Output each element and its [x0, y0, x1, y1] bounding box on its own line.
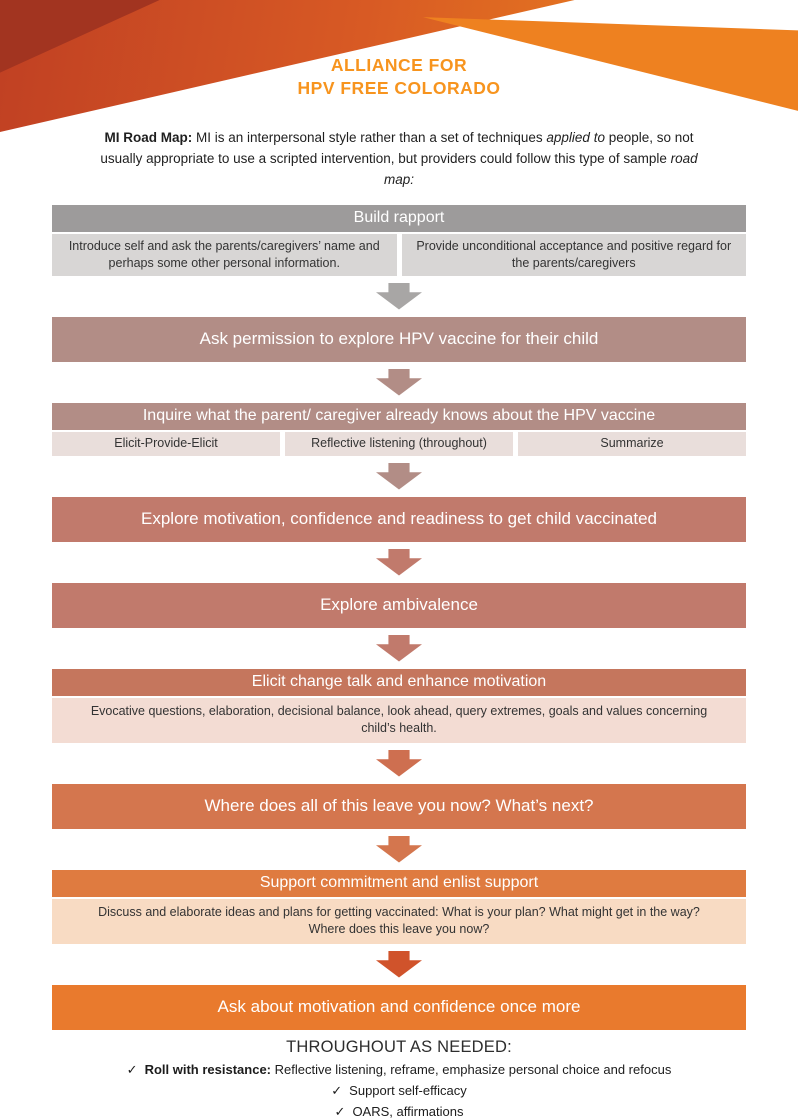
step-bar-ask-motivation-once-more: Ask about motivation and confidence once…: [52, 984, 746, 1030]
step-sub-elicit-change-talk: Evocative questions, elaboration, decisi…: [52, 697, 746, 743]
step-sub-inquire-knowledge: Elicit-Provide-Elicit Reflective listeni…: [52, 431, 746, 456]
step-bar-where-does-this-leave-you: Where does all of this leave you now? Wh…: [52, 783, 746, 829]
footer-heading: THROUGHOUT AS NEEDED:: [286, 1037, 512, 1056]
down-arrow-icon: [376, 368, 422, 396]
step-sub-build-rapport-left: Introduce self and ask the parents/careg…: [52, 233, 397, 276]
footer-item-roll-with-resistance: ✓ Roll with resistance: Reflective listen…: [0, 1062, 798, 1078]
page-header: ALLIANCE FOR HPV FREE COLORADO: [0, 0, 798, 132]
step-bar-explore-motivation: Explore motivation, confidence and readi…: [52, 496, 746, 542]
check-icon: ✓: [331, 1082, 343, 1098]
intro-lead-bold: MI Road Map:: [104, 130, 193, 145]
down-arrow-icon: [376, 950, 422, 978]
footer-item-bold: Roll with resistance:: [144, 1061, 271, 1077]
footer-item-text: Reflective listening, reframe, emphasize…: [271, 1061, 672, 1077]
roadmap-flowchart: Build rapport Introduce self and ask the…: [52, 204, 746, 1030]
footer-item-oars-affirmations: ✓ OARS, affirmations: [0, 1104, 798, 1120]
footer-item-text: Support self-efficacy: [349, 1082, 467, 1098]
logo: ALLIANCE FOR HPV FREE COLORADO: [0, 54, 798, 100]
down-arrow-icon: [376, 634, 422, 662]
step-sub-build-rapport-right: Provide unconditional acceptance and pos…: [401, 233, 746, 276]
down-arrow-icon: [376, 749, 422, 777]
down-arrow-icon: [376, 462, 422, 490]
step-bar-explore-ambivalence: Explore ambivalence: [52, 582, 746, 628]
step-bar-build-rapport: Build rapport: [52, 204, 746, 232]
logo-line-2: HPV FREE COLORADO: [297, 77, 501, 98]
logo-line-1: ALLIANCE FOR: [330, 55, 468, 75]
down-arrow-icon: [376, 548, 422, 576]
check-icon: ✓: [334, 1103, 346, 1119]
down-arrow-icon: [376, 835, 422, 863]
footer-item-text: OARS, affirmations: [352, 1103, 464, 1119]
step-bar-ask-permission: Ask permission to explore HPV vaccine fo…: [52, 316, 746, 362]
intro-paragraph: MI Road Map: MI is an interpersonal styl…: [85, 128, 713, 191]
step-bar-elicit-change-talk: Elicit change talk and enhance motivatio…: [52, 668, 746, 696]
step-bar-inquire-knowledge: Inquire what the parent/ caregiver alrea…: [52, 402, 746, 430]
down-arrow-icon: [376, 282, 422, 310]
step-sub-build-rapport: Introduce self and ask the parents/careg…: [52, 233, 746, 276]
check-icon: ✓: [126, 1061, 138, 1077]
intro-italic-applied-to: applied to: [546, 130, 605, 145]
intro-text-2: people, so not usually appropriate to us…: [100, 130, 694, 166]
step-sub-support-commitment: Discuss and elaborate ideas and plans fo…: [52, 898, 746, 944]
step-sub-summarize: Summarize: [518, 431, 746, 456]
footer-item-support-self-efficacy: ✓ Support self-efficacy: [0, 1083, 798, 1099]
intro-text-1: MI is an interpersonal style rather than…: [192, 130, 547, 145]
footer: THROUGHOUT AS NEEDED: ✓ Roll with resista…: [0, 1038, 798, 1120]
step-sub-reflective-listening: Reflective listening (throughout): [285, 431, 513, 456]
step-sub-elicit-provide-elicit: Elicit-Provide-Elicit: [52, 431, 280, 456]
intro-italic-road-map: road map:: [383, 150, 698, 187]
step-bar-support-commitment: Support commitment and enlist support: [52, 869, 746, 897]
